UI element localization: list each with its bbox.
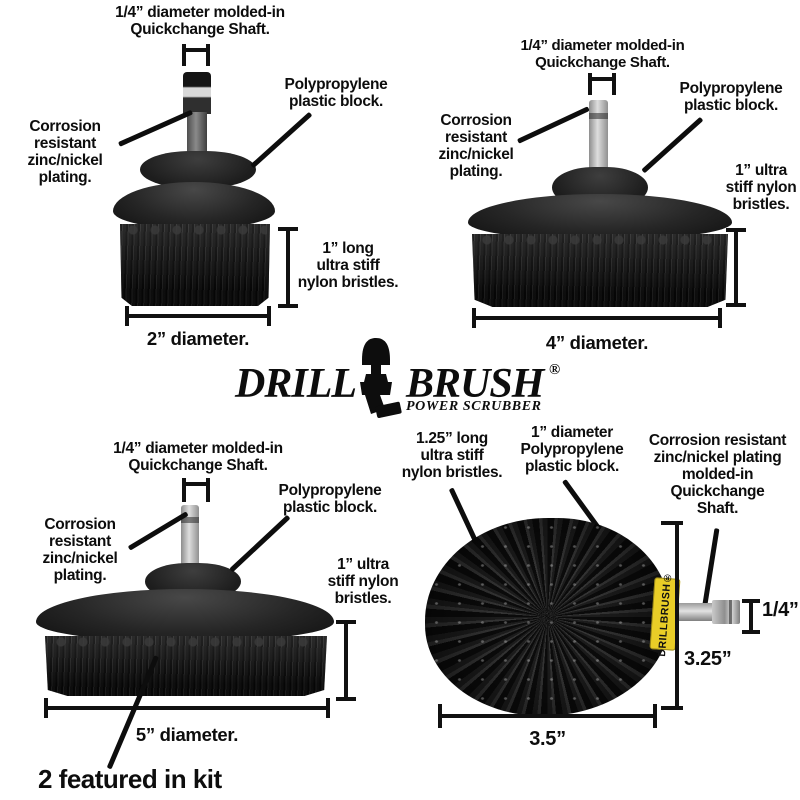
flat4-plastic-block bbox=[468, 194, 732, 240]
corner-shaft-label: Corrosion resistant zinc/nickel plating … bbox=[648, 432, 787, 518]
flat2-bristle-length-bracket bbox=[278, 227, 298, 308]
flat5-shaft bbox=[181, 505, 199, 573]
flat5-shaft-width-bracket bbox=[182, 478, 210, 502]
flat4-diameter-label: 4” diameter. bbox=[545, 332, 649, 353]
corner-width-label: 3.5” bbox=[529, 728, 566, 750]
corner-brush-hex-end bbox=[712, 600, 740, 624]
flat5-block-label: Polypropylene plastic block. bbox=[278, 482, 382, 517]
flat5-bristles bbox=[45, 636, 327, 696]
corner-shaft-diameter-label: 1/4” bbox=[762, 599, 799, 621]
flat4-plating-label: Corrosion resistant zinc/nickel plating. bbox=[438, 112, 514, 181]
corner-height-label: 3.25” bbox=[684, 648, 732, 670]
corner-block-label: 1” diameter Polypropylene plastic block. bbox=[520, 424, 624, 476]
flat2-diameter-bracket bbox=[125, 306, 271, 326]
flat4-block-label: Polypropylene plastic block. bbox=[679, 80, 783, 115]
flat2-plating-leader-line bbox=[117, 109, 194, 147]
flat5-plastic-block bbox=[36, 589, 334, 642]
flat5-diameter-bracket bbox=[44, 698, 330, 718]
corner-brush-shaft bbox=[676, 603, 716, 621]
flat2-diameter-label: 2” diameter. bbox=[146, 328, 250, 349]
flat4-bristle-label: 1” ultra stiff nylon bristles. bbox=[725, 162, 797, 214]
flat2-plating-label: Corrosion resistant zinc/nickel plating. bbox=[27, 118, 103, 187]
flat4-bristle-length-bracket bbox=[726, 228, 746, 307]
flat2-shaft bbox=[187, 112, 207, 156]
flat2-hub bbox=[140, 151, 256, 188]
corner-bristle-label: 1.25” long ultra stiff nylon bristles. bbox=[401, 430, 503, 482]
flat4-plating-leader-line bbox=[516, 106, 590, 144]
logo-tagline: POWER SCRUBBER bbox=[406, 399, 542, 414]
flat5-shaft-label: 1/4” diameter molded-in Quickchange Shaf… bbox=[113, 440, 283, 475]
flat4-bristles bbox=[472, 234, 728, 307]
flat2-plastic-block bbox=[113, 182, 275, 229]
flat2-block-label: Polypropylene plastic block. bbox=[284, 76, 388, 111]
flat5-plating-leader-line bbox=[127, 511, 189, 551]
flat2-bristle-label: 1” long ultra stiff nylon bristles. bbox=[297, 240, 399, 292]
flat4-shaft bbox=[589, 100, 608, 174]
flat5-bristle-length-bracket bbox=[336, 620, 356, 701]
corner-height-dimension-line bbox=[661, 521, 683, 710]
flat5-plating-label: Corrosion resistant zinc/nickel plating. bbox=[42, 516, 118, 585]
corner-width-bracket bbox=[438, 704, 657, 728]
corner-shaft-leader-line bbox=[702, 528, 720, 608]
flat2-bristles bbox=[120, 224, 270, 306]
flat4-block-leader-line bbox=[641, 116, 704, 174]
flat2-block-leader-line bbox=[250, 111, 313, 169]
corner-shaft-diameter-bracket bbox=[742, 599, 760, 634]
flat2-shaft-width-bracket bbox=[182, 44, 210, 66]
flat5-block-leader-line bbox=[229, 514, 291, 573]
flat5-diameter-label: 5” diameter. bbox=[135, 724, 239, 745]
logo-registered-mark: ® bbox=[549, 362, 561, 378]
flat5-bristle-label: 1” ultra stiff nylon bristles. bbox=[327, 556, 399, 608]
drill-brush-logo-icon bbox=[350, 336, 406, 418]
flat5-kit-note: 2 featured in kit bbox=[38, 764, 222, 794]
flat4-shaft-label: 1/4” diameter molded-in Quickchange Shaf… bbox=[520, 37, 685, 71]
corner-brush-bristles bbox=[425, 518, 670, 716]
logo-word-drill: DRILL bbox=[235, 361, 357, 407]
flat2-hex-bit bbox=[183, 72, 211, 114]
logo-word-brush: BRUSH bbox=[406, 361, 544, 407]
flat4-shaft-width-bracket bbox=[588, 73, 616, 95]
flat2-shaft-label: 1/4” diameter molded-in Quickchange Shaf… bbox=[115, 4, 285, 39]
flat4-diameter-bracket bbox=[472, 308, 722, 328]
